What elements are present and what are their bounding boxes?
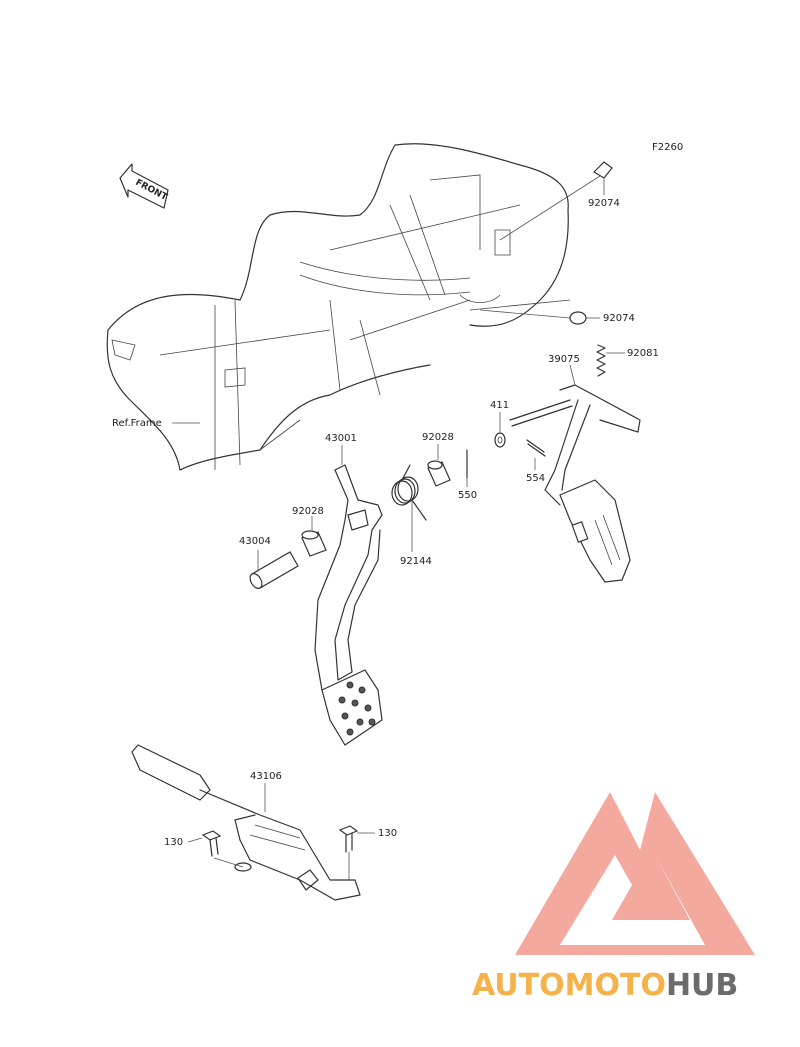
cotter-pin-554 [526, 439, 546, 457]
part-label: 92028 [292, 506, 324, 517]
part-label: 92074 [588, 198, 620, 209]
bolt-130-right [338, 825, 359, 853]
part-label: 92081 [627, 348, 659, 359]
bushing-pivot [347, 509, 369, 531]
watermark-text: AUTOMOTOHUB [472, 968, 738, 1003]
part-label: 130 [164, 837, 183, 848]
front-arrow-icon: FRONT [119, 163, 169, 209]
frame-reference [106, 143, 571, 471]
pedal-39075 [509, 384, 641, 583]
spring-92081 [596, 344, 606, 377]
part-label: 43004 [239, 536, 271, 547]
watermark-logo: AUTOMOTOHUB [472, 792, 755, 1003]
watermark-part2: HUB [666, 968, 738, 1003]
figure-code: F2260 [652, 142, 683, 153]
cap-92074-side [569, 311, 587, 325]
cap-92074-top [593, 161, 613, 179]
part-label: 92028 [422, 432, 454, 443]
part-label: 554 [526, 473, 545, 484]
part-label: 92074 [603, 313, 635, 324]
part-label: 92144 [400, 556, 432, 567]
bolt-130-left [201, 830, 222, 857]
part-label: 43106 [250, 771, 282, 782]
washer-411 [494, 432, 506, 448]
brake-pedal-43001 [314, 464, 383, 746]
bushing-92028-lower [301, 530, 327, 557]
part-label: 130 [378, 828, 397, 839]
part-label: 43001 [325, 433, 357, 444]
watermark-part1: AUTOMOTO [472, 968, 666, 1003]
spring-92144 [391, 464, 427, 521]
parking-lever-43106 [131, 744, 361, 901]
watermark-triangle-icon [515, 792, 755, 955]
bushing-92028-upper [427, 460, 451, 487]
ref-frame-label: Ref.Frame [112, 418, 162, 429]
part-label: 550 [458, 490, 477, 501]
shaft-43004 [249, 551, 299, 589]
part-label: 411 [490, 400, 509, 411]
part-label: 39075 [548, 354, 580, 365]
